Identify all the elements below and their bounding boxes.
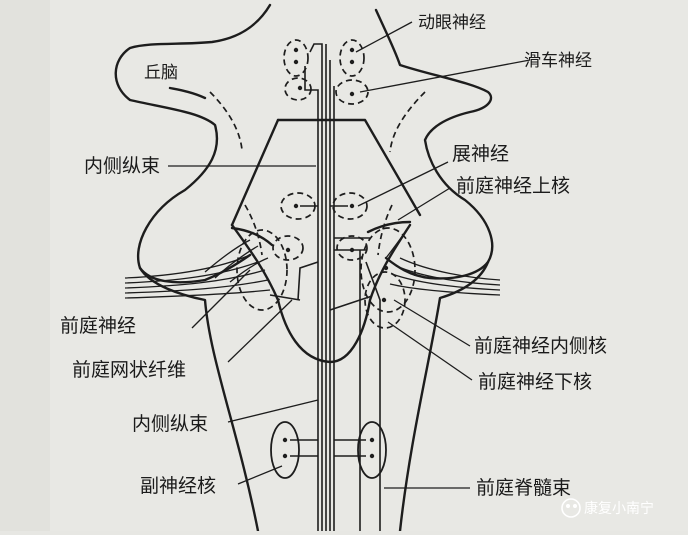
label-thalamus: 丘脑 (144, 63, 178, 83)
right-vestibular-fibers (385, 224, 501, 296)
left-accessory-nucleus (270, 421, 300, 479)
label-inferior-vestibular-nucleus: 前庭神经下核 (478, 371, 592, 393)
right-mid-nucleus-outline (336, 235, 368, 261)
label-superior-vestibular-nucleus: 前庭神经上核 (456, 175, 570, 197)
right-trochlear-nucleus-outline (335, 79, 369, 105)
label-oculomotor-nerve: 动眼神经 (418, 13, 486, 33)
page-shadow (0, 0, 50, 531)
right-vestibular-nucleus-outline (360, 227, 416, 313)
left-mid-nucleus-outline (272, 235, 304, 261)
left-trochlear-nucleus-outline (284, 77, 312, 101)
medial-vestibular-nucleus-outline (364, 271, 406, 329)
mlf-fibers (269, 43, 381, 531)
label-mlf-upper: 内侧纵束 (84, 155, 160, 177)
right-accessory-nucleus (357, 421, 387, 479)
label-abducens-nerve: 展神经 (452, 143, 509, 165)
watermark-text: 康复小南宁 (584, 500, 654, 517)
dashed-tracts (209, 39, 426, 329)
watermark-logo-icon (561, 498, 581, 518)
label-trochlear-nerve: 滑车神经 (524, 51, 592, 71)
vestibular-nerve-fibers (124, 239, 271, 299)
nucleus-markers (282, 47, 389, 459)
label-vestibulospinal-tract: 前庭脊髓束 (476, 477, 571, 499)
leader-lines (168, 21, 531, 489)
left-vestibular-nucleus-outline (236, 229, 288, 311)
label-mlf-lower: 内侧纵束 (132, 413, 208, 435)
left-oculomotor-nucleus-outline (283, 39, 309, 77)
right-oculomotor-nucleus-outline (339, 39, 365, 77)
label-vestibular-nerve: 前庭神经 (60, 315, 136, 337)
accessory-nuclei (270, 421, 387, 479)
label-medial-vestibular-nucleus: 前庭神经内侧核 (474, 335, 607, 357)
watermark: 康复小南宁 (561, 498, 654, 518)
label-accessory-nucleus: 副神经核 (140, 475, 216, 497)
right-abducens-nucleus-outline (332, 192, 368, 220)
label-vestibuloreticular-fibers: 前庭网状纤维 (72, 359, 186, 381)
